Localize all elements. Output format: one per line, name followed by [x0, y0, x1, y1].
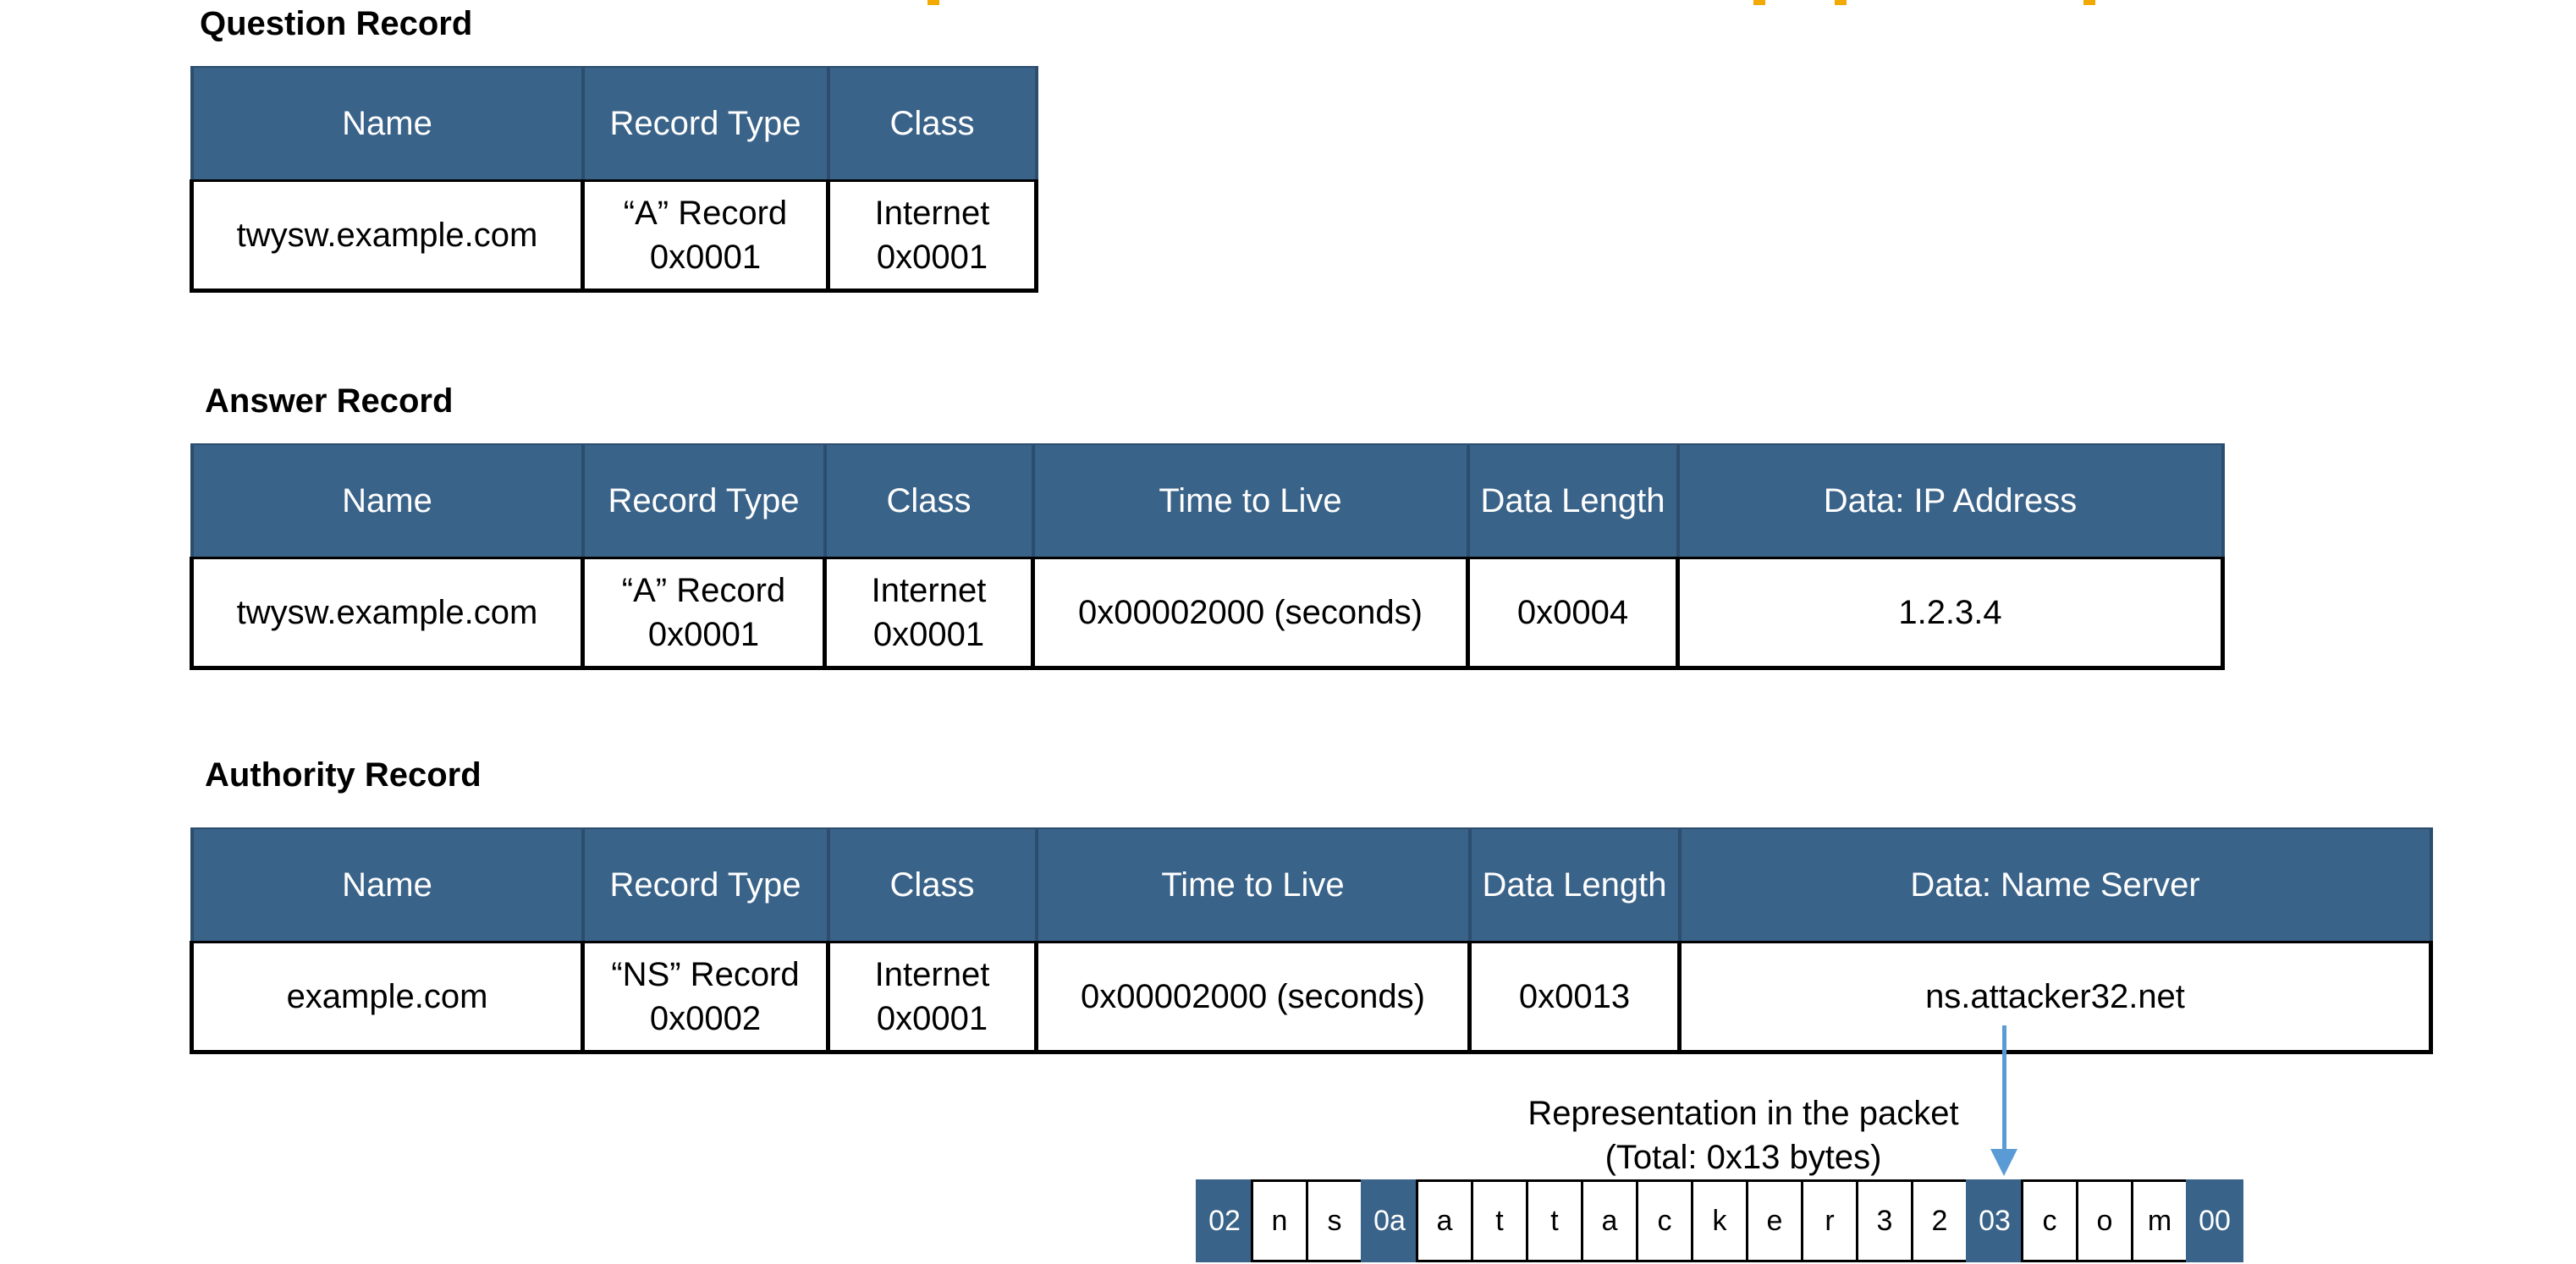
question-header-class: Class: [826, 66, 1038, 181]
packet-char-byte: s: [1306, 1179, 1363, 1262]
packet-length-byte: 00: [2186, 1179, 2243, 1262]
arrow-line: [2002, 1025, 2006, 1152]
answer-cell-ttl: 0x00002000 (seconds): [1031, 557, 1470, 670]
packet-char-byte: t: [1526, 1179, 1583, 1262]
authority-cell-record-type: “NS” Record 0x0002: [581, 941, 830, 1054]
authority-cell-class: Internet 0x0001: [826, 941, 1038, 1054]
authority-header-row: Name Record Type Class Time to Live Data…: [190, 827, 2433, 943]
answer-record-table: Name Record Type Class Time to Live Data…: [190, 443, 2225, 670]
answer-cell-data-length: 0x0004: [1466, 557, 1680, 670]
packet-char-byte: o: [2076, 1179, 2133, 1262]
answer-cell-class: Internet 0x0001: [823, 557, 1035, 670]
arrow-down-icon: [1990, 1149, 2017, 1176]
answer-header-ttl: Time to Live: [1031, 443, 1470, 558]
question-cell-class: Internet 0x0001: [826, 179, 1038, 293]
accent-dash: [927, 0, 939, 5]
answer-header-row: Name Record Type Class Time to Live Data…: [190, 443, 2225, 558]
answer-record-title: Answer Record: [205, 382, 454, 420]
answer-cell-name: twysw.example.com: [190, 557, 585, 670]
question-cell-name: twysw.example.com: [190, 179, 585, 293]
authority-header-name: Name: [190, 827, 585, 943]
accent-dash: [1835, 0, 1847, 5]
packet-char-byte: 3: [1856, 1179, 1913, 1262]
answer-header-data-length: Data Length: [1466, 443, 1680, 558]
question-header-name: Name: [190, 66, 585, 181]
answer-cell-record-type: “A” Record 0x0001: [581, 557, 827, 670]
packet-length-byte: 02: [1196, 1179, 1253, 1262]
packet-length-byte: 03: [1966, 1179, 2023, 1262]
packet-char-byte: c: [1636, 1179, 1693, 1262]
authority-cell-name-server: ns.attacker32.net: [1677, 941, 2433, 1054]
answer-header-name: Name: [190, 443, 585, 558]
answer-data-row: twysw.example.com “A” Record 0x0001 Inte…: [190, 557, 2225, 670]
packet-length-byte: 0a: [1361, 1179, 1418, 1262]
question-record-table: Name Record Type Class twysw.example.com…: [190, 66, 1038, 293]
question-header-record-type: Record Type: [581, 66, 830, 181]
packet-char-byte: t: [1471, 1179, 1528, 1262]
packet-char-byte: c: [2021, 1179, 2078, 1262]
authority-data-row: example.com “NS” Record 0x0002 Internet …: [190, 941, 2433, 1054]
authority-header-data-length: Data Length: [1467, 827, 1682, 943]
packet-char-byte: a: [1416, 1179, 1473, 1262]
packet-char-byte: r: [1801, 1179, 1858, 1262]
authority-record-title: Authority Record: [205, 756, 482, 794]
authority-header-class: Class: [826, 827, 1038, 943]
authority-header-record-type: Record Type: [581, 827, 830, 943]
question-cell-record-type: “A” Record 0x0001: [581, 179, 830, 293]
packet-caption-line1: Representation in the packet: [1527, 1095, 1959, 1132]
authority-record-table: Name Record Type Class Time to Live Data…: [190, 827, 2433, 1054]
packet-caption: Representation in the packet (Total: 0x1…: [1439, 1091, 2048, 1179]
packet-char-byte: a: [1581, 1179, 1638, 1262]
answer-header-data: Data: IP Address: [1676, 443, 2225, 558]
authority-header-data: Data: Name Server: [1677, 827, 2433, 943]
packet-char-byte: k: [1691, 1179, 1748, 1262]
packet-char-byte: 2: [1911, 1179, 1968, 1262]
question-record-title: Question Record: [200, 5, 473, 42]
accent-dash: [1753, 0, 1765, 5]
packet-char-byte: e: [1746, 1179, 1803, 1262]
answer-header-class: Class: [823, 443, 1035, 558]
question-header-row: Name Record Type Class: [190, 66, 1038, 181]
answer-header-record-type: Record Type: [581, 443, 827, 558]
answer-cell-ip-address: 1.2.3.4: [1676, 557, 2225, 670]
accent-dash: [2083, 0, 2095, 5]
packet-caption-line2: (Total: 0x13 bytes): [1604, 1139, 1882, 1176]
authority-cell-name: example.com: [190, 941, 585, 1054]
authority-cell-data-length: 0x0013: [1467, 941, 1682, 1054]
authority-header-ttl: Time to Live: [1034, 827, 1472, 943]
question-data-row: twysw.example.com “A” Record 0x0001 Inte…: [190, 179, 1038, 293]
packet-char-byte: m: [2131, 1179, 2188, 1262]
authority-cell-ttl: 0x00002000 (seconds): [1034, 941, 1472, 1054]
packet-char-byte: n: [1251, 1179, 1308, 1262]
